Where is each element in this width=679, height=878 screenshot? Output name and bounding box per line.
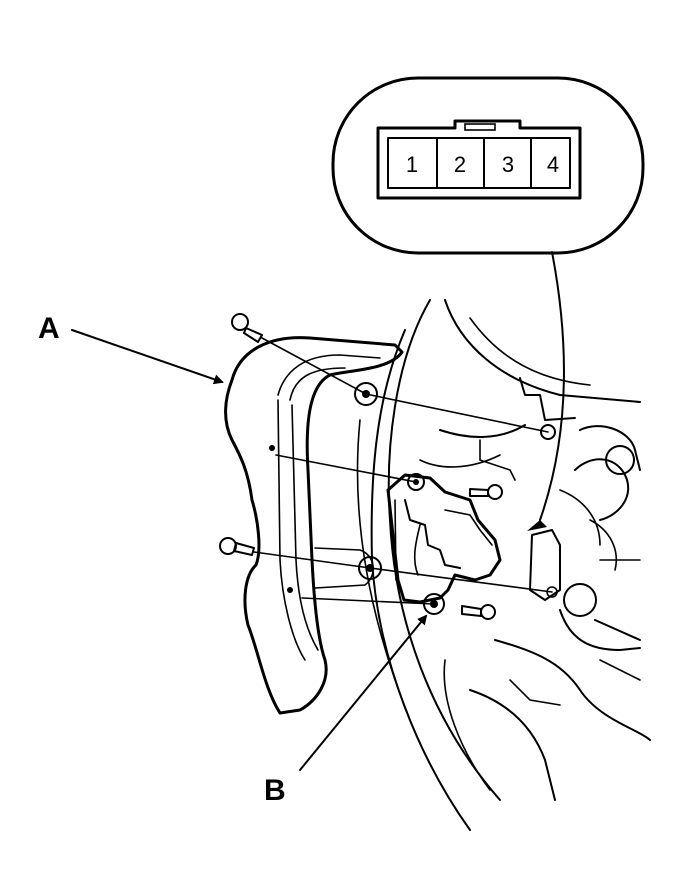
- callout-label-b: B: [264, 774, 286, 807]
- switch-connector: [529, 529, 561, 601]
- callout-arrow-a: [71, 329, 224, 385]
- callout-label-a: A: [38, 312, 60, 345]
- callout-arrow-b: [299, 614, 428, 771]
- detail-bubble-outline: [331, 76, 645, 255]
- switch-cover-a: [224, 336, 404, 715]
- connector-detail-bubble: 1 2 3 4: [331, 76, 645, 531]
- connector-terminal-block: [387, 137, 571, 189]
- callout-b: B: [264, 614, 428, 807]
- assembly-guide-lines: [253, 337, 553, 605]
- connector-pin-2: 2: [454, 152, 466, 177]
- connector-pin-3: 3: [502, 152, 514, 177]
- connector-leader-arrowhead: [527, 520, 547, 531]
- connector-face: 1 2 3 4: [376, 119, 582, 200]
- steering-wheel-body: [356, 299, 651, 831]
- cover-boss-upper: [354, 382, 378, 406]
- connector-pin-1: 1: [406, 152, 418, 177]
- screw-switch-upper: [469, 484, 503, 500]
- callout-a: A: [38, 312, 224, 385]
- screw-lower-left: [219, 537, 255, 556]
- connector-leader-line: [539, 251, 565, 521]
- screw-upper-left: [231, 313, 263, 343]
- switch-body: [386, 473, 502, 604]
- connector-latch: [464, 123, 496, 131]
- cruise-switch-b: [386, 473, 502, 615]
- screw-switch-lower: [461, 604, 496, 620]
- connector-pin-4: 4: [547, 152, 559, 177]
- screw-hole-upper: [540, 424, 556, 440]
- cover-outline: [224, 336, 404, 715]
- switch-mount-upper: [407, 473, 425, 491]
- connector-housing: [376, 119, 582, 200]
